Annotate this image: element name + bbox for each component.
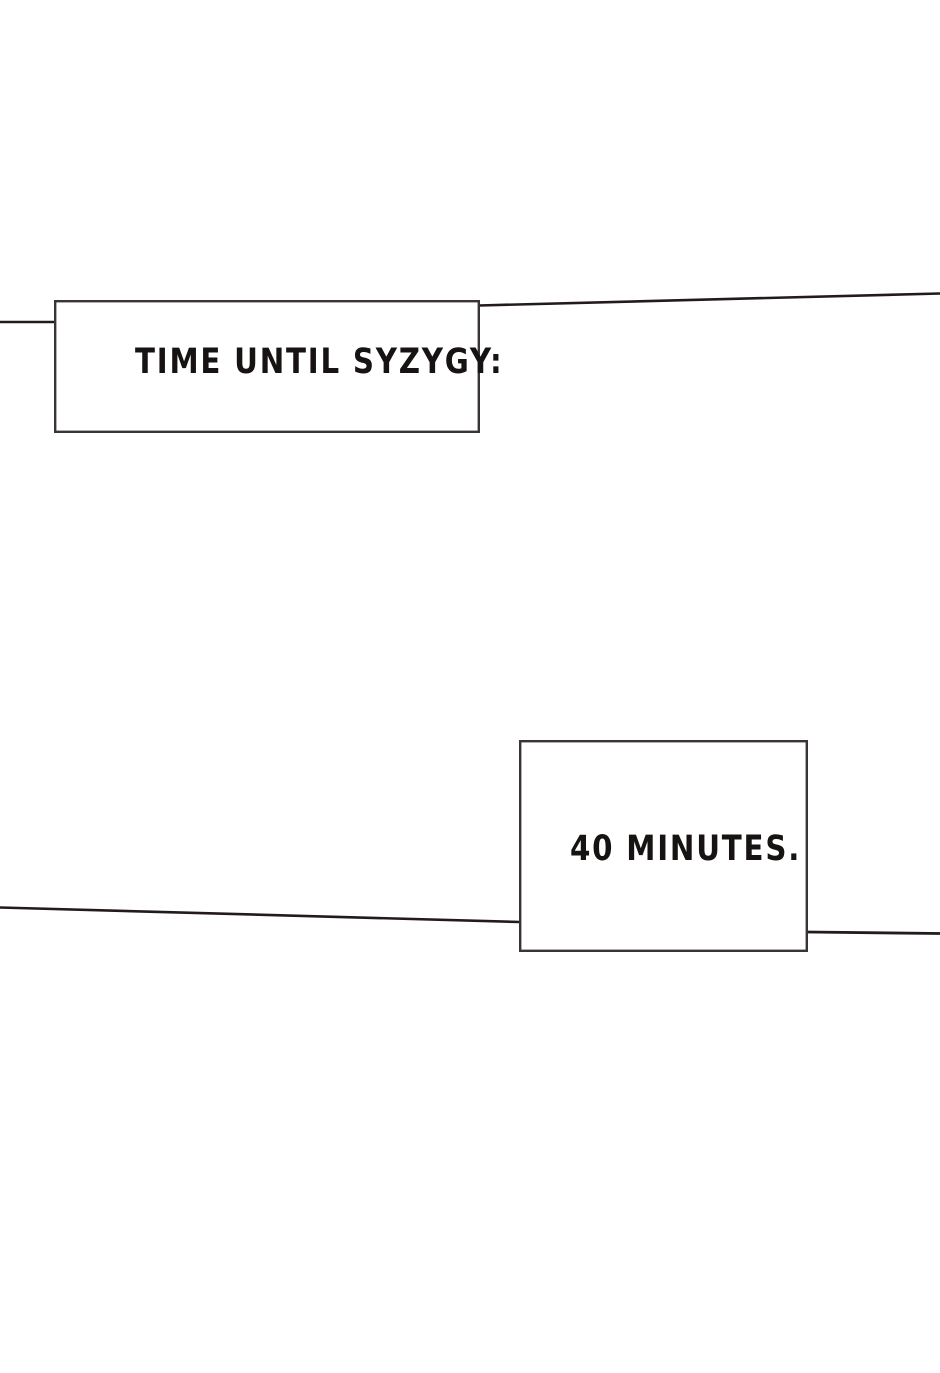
panel-1-box xyxy=(54,300,481,434)
panel-2-box xyxy=(519,740,809,953)
horizon-left-lower-line xyxy=(0,906,521,924)
panel-2-caption-text: 40 MINUTES. xyxy=(570,829,802,869)
panel-1-caption-text: TIME UNTIL SYZYGY: xyxy=(135,342,504,382)
horizon-right-upper-line xyxy=(478,292,940,307)
horizon-right-lower-line xyxy=(806,930,940,935)
horizon-lines-upper xyxy=(0,292,940,324)
horizon-lines-lower xyxy=(0,906,940,935)
